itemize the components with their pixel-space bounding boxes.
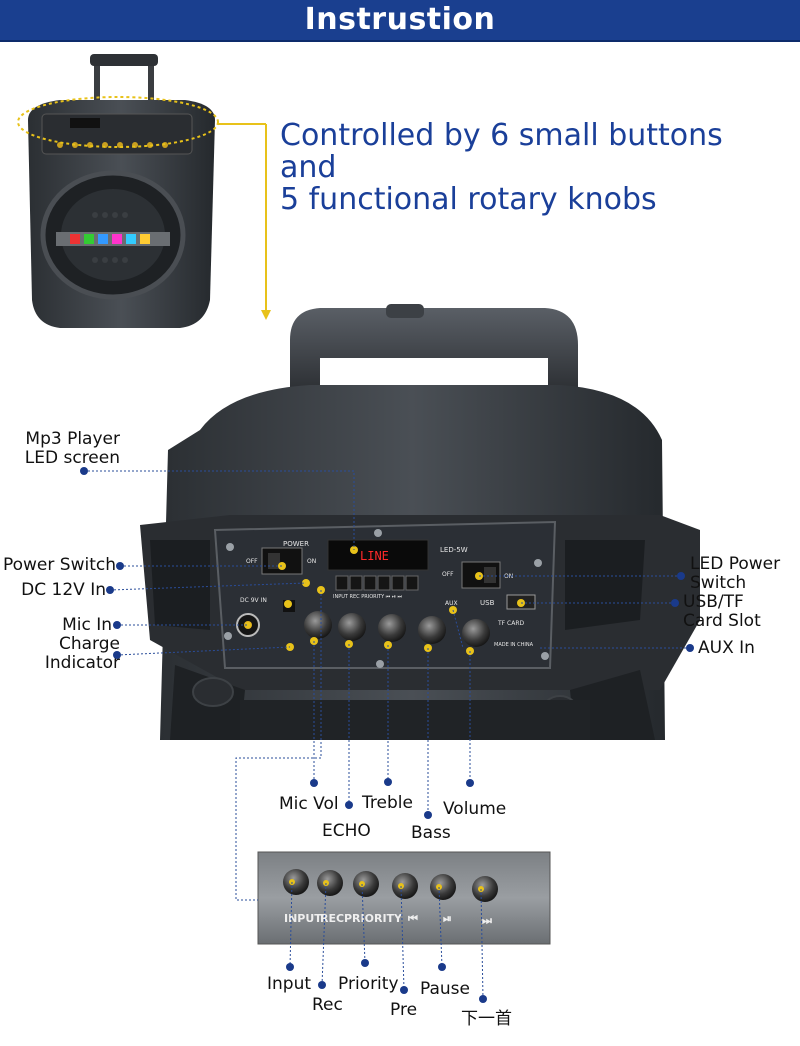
label-charge-line1: Charge: [58, 634, 120, 654]
panel-dc-text: DC 9V IN: [240, 597, 267, 604]
button-strip-closeup: INPUT REC PRIORITY ⏮ ⏯ ⏭: [257, 851, 551, 945]
label-rec: Rec: [312, 995, 343, 1015]
label-volume: Volume: [443, 799, 507, 819]
label-mp3-led-line1: Mp3 Player: [25, 429, 120, 449]
label-usb-tf-line1: USB/TF: [683, 592, 744, 612]
panel-print: POWER OFF ON LINE LED-5W OFF ON USB TF C…: [240, 540, 534, 648]
speaker-closeup: [140, 304, 700, 740]
panel-power-text: POWER: [283, 540, 309, 548]
speaker-thumbnail: [17, 54, 219, 328]
strip-rec-text: REC: [320, 912, 344, 925]
strip-input-text: INPUT: [284, 912, 322, 925]
banner-title: Instrustion: [304, 2, 496, 37]
label-treble: Treble: [362, 793, 413, 813]
strip-play-text: ⏯: [443, 912, 452, 925]
leader-lines: [84, 470, 690, 1000]
label-pause: Pause: [420, 979, 470, 999]
label-usb-tf: USB/TF Card Slot: [683, 593, 761, 631]
label-next: 下一首: [461, 1009, 512, 1029]
label-aux-in: AUX In: [698, 638, 755, 658]
label-led-power: LED Power Switch: [690, 555, 780, 593]
panel-usb-text: USB: [480, 599, 495, 607]
label-mic-in: Mic In: [62, 615, 112, 635]
panel-tf-text: TF CARD: [497, 620, 524, 627]
label-pre: Pre: [390, 1000, 418, 1020]
label-power-switch: Power Switch: [2, 555, 116, 575]
strip-priority-text: PRIORITY: [344, 912, 403, 925]
label-mp3-led-line2: LED screen: [24, 448, 120, 468]
title-banner: Instrustion: [0, 0, 800, 42]
label-charge-line2: Indicator: [44, 653, 120, 673]
panel-led-display: LINE: [360, 549, 389, 563]
highlight-arrow: [218, 123, 271, 320]
label-priority: Priority: [338, 974, 399, 994]
label-mic-vol: Mic Vol: [279, 794, 339, 814]
label-mp3-led: Mp3 Player LED screen: [14, 430, 120, 468]
label-led-power-line2: Switch: [690, 573, 747, 593]
label-dc-in: DC 12V In: [21, 580, 106, 600]
label-echo: ECHO: [322, 821, 371, 841]
headline: Controlled by 6 small buttons and 5 func…: [280, 120, 780, 216]
label-input: Input: [267, 974, 312, 994]
panel-led5w-text: LED-5W: [440, 546, 468, 554]
label-usb-tf-line2: Card Slot: [683, 611, 761, 631]
panel-btn-strip-text: INPUT REC PRIORITY ⏮ ⏯ ⏭: [333, 594, 402, 600]
label-bass: Bass: [411, 823, 451, 843]
panel-aux-text: AUX: [445, 600, 458, 607]
panel-off-text: OFF: [246, 558, 258, 565]
panel-made-text: MADE IN CHINA: [494, 642, 534, 648]
callout-dots: [80, 467, 694, 1003]
headline-line-2: 5 functional rotary knobs: [280, 182, 657, 217]
label-charge-indicator: Charge Indicator: [0, 635, 120, 673]
strip-prev-text: ⏮: [408, 912, 418, 925]
label-led-power-line1: LED Power: [690, 554, 781, 574]
strip-next-text: ⏭: [482, 914, 492, 927]
headline-line-1: Controlled by 6 small buttons and: [280, 118, 723, 185]
panel-led-off-text: OFF: [442, 571, 454, 578]
panel-on-text: ON: [307, 558, 316, 565]
